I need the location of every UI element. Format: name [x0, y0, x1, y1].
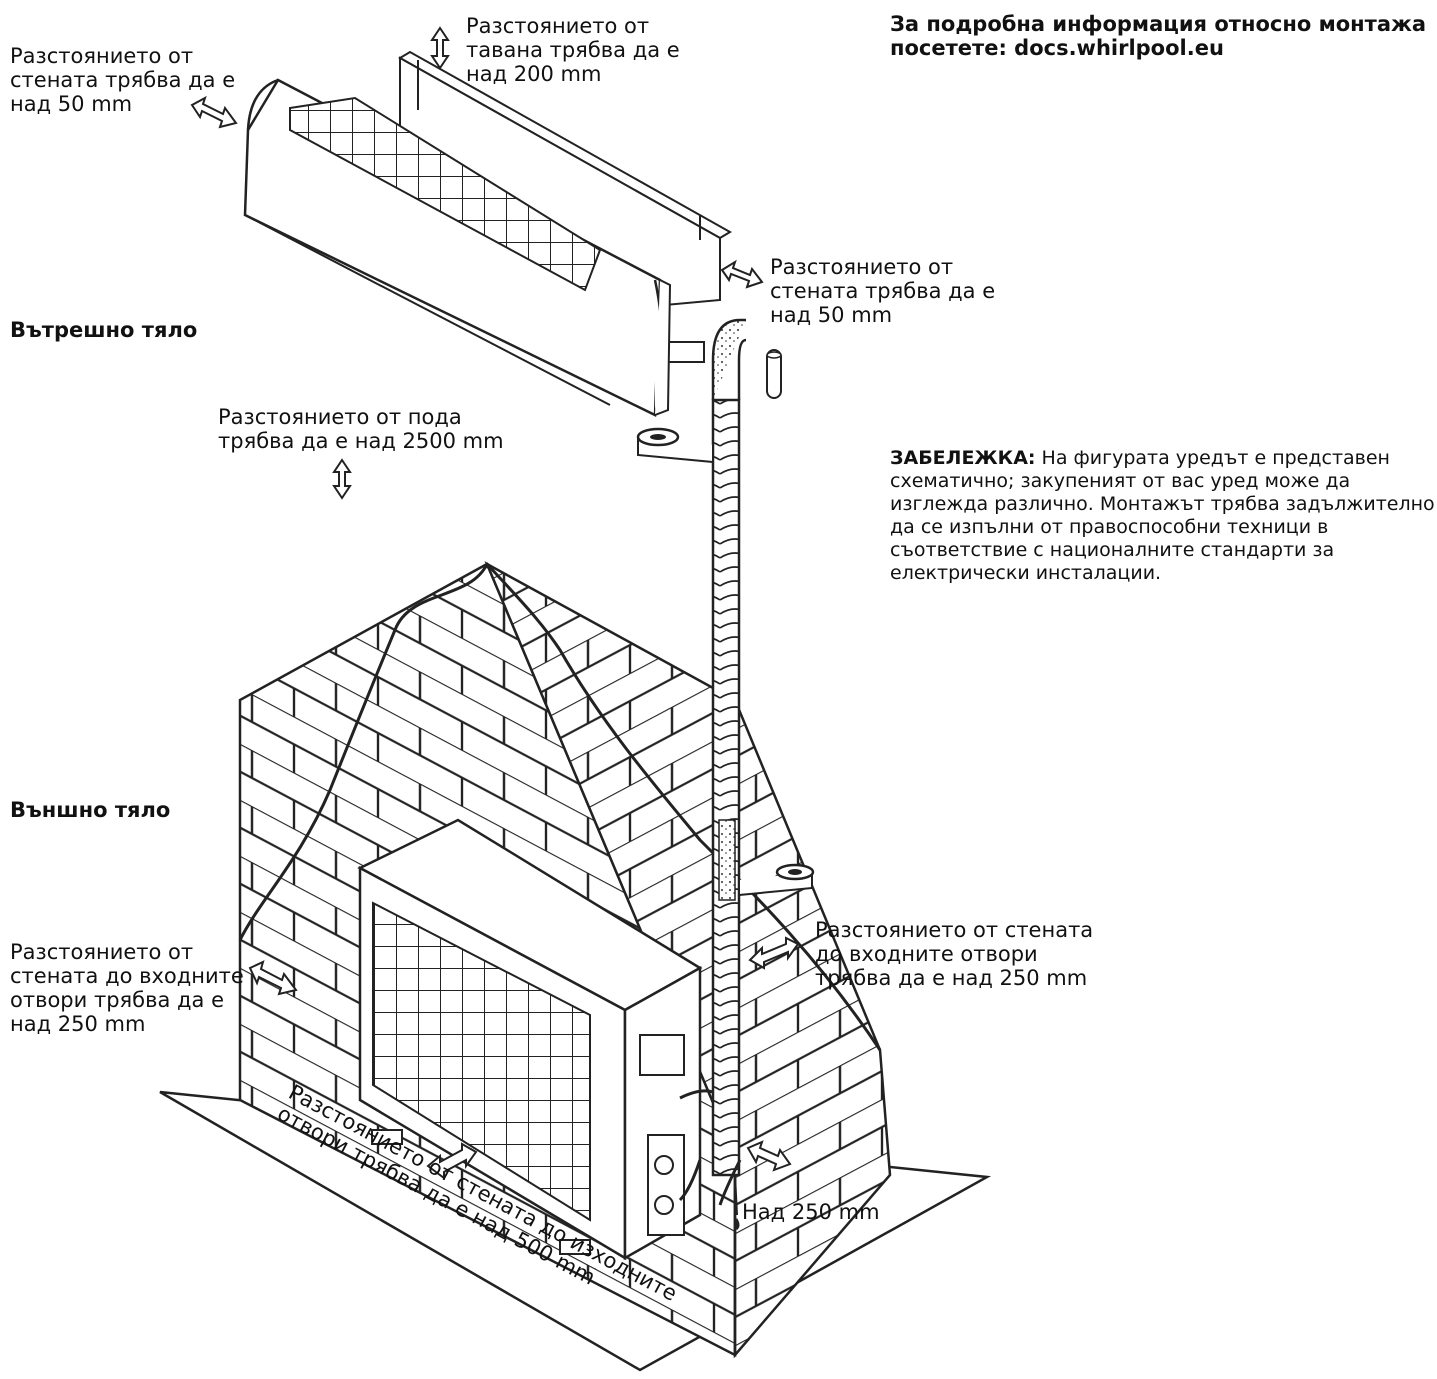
arrow-indoor-left: [190, 95, 238, 129]
arrow-outdoor-side: [746, 1140, 792, 1172]
label-indoor-floor: Разстоянието от пода трябва да е над 250…: [218, 405, 504, 453]
wall-bracket-bottom: [738, 863, 815, 897]
outdoor-unit: [357, 818, 703, 1261]
note-block: ЗАБЕЛЕЖКА: На фигурата уредът е представ…: [890, 447, 1435, 585]
label-outdoor-unit: Външно тяло: [10, 798, 171, 822]
label-outdoor-right-inlet: Разстоянието от стената до входните отво…: [815, 918, 1094, 990]
note-body: На фигурата уредът е представен схематич…: [890, 447, 1435, 584]
arrow-outdoor-left: [248, 960, 298, 996]
arrow-indoor-right: [720, 259, 764, 289]
install-info-header: За подробна информация относно монтажа п…: [890, 12, 1427, 60]
label-indoor-ceiling: Разстоянието от тавана трябва да е над 2…: [466, 14, 680, 86]
label-indoor-right-wall: Разстоянието от стената трябва да е над …: [770, 255, 996, 327]
note-title: ЗАБЕЛЕЖКА:: [890, 447, 1036, 469]
label-outdoor-side: Над 250 mm: [742, 1200, 880, 1224]
label-indoor-unit: Вътрешно тяло: [10, 318, 198, 342]
arrow-indoor-ceiling: [430, 26, 450, 70]
wall-bracket-top: [636, 427, 714, 464]
arrow-indoor-floor: [332, 458, 352, 500]
indoor-unit: [243, 50, 732, 417]
label-outdoor-left-inlet: Разстоянието от стената до входните отво…: [10, 940, 244, 1036]
label-indoor-left-wall: Разстоянието от стената трябва да е над …: [10, 44, 236, 116]
arrow-outdoor-outlet: [426, 1142, 478, 1180]
arrow-outdoor-right: [748, 936, 800, 970]
refrigerant-pipe: [636, 318, 815, 1230]
